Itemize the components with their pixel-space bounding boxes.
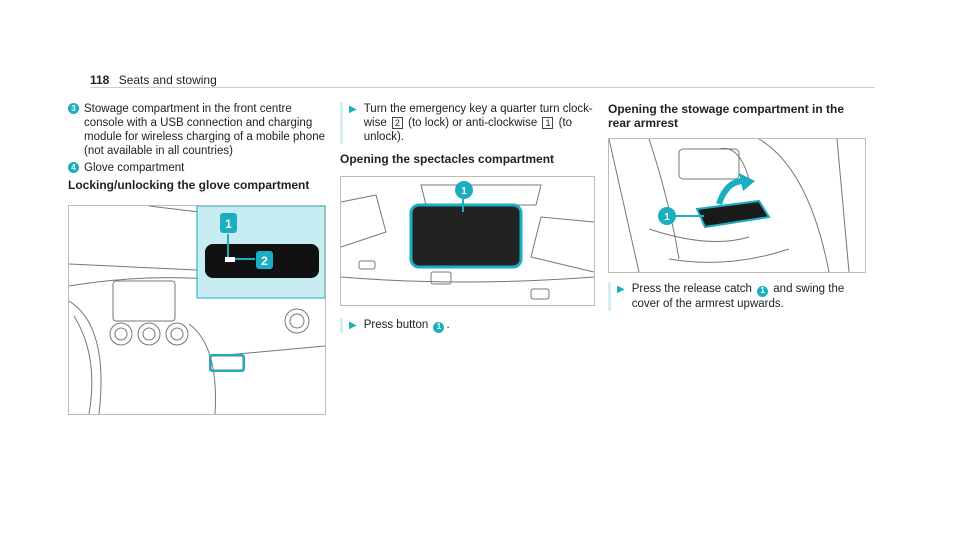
figure-callout-label: 1 — [461, 186, 467, 197]
step-text-part: Turn the emergency key a quarter turn cl… — [363, 103, 593, 129]
step-text: Turn the emergency key a quarter turn cl… — [364, 102, 596, 144]
section-heading: Opening the spectacles compartment — [340, 152, 555, 166]
step-text-part: Press button — [363, 319, 429, 331]
column-1: 3 Stowage compartment in the front centr… — [68, 102, 330, 192]
rear-armrest-figure: 1 — [608, 138, 866, 273]
callout-badge: 3 — [68, 103, 79, 114]
figure-callout-label: 1 — [225, 217, 232, 231]
step-text-part: (to lock) or anti-clockwise — [408, 117, 538, 129]
step-text: Press button 1. — [364, 318, 450, 333]
step-arrow-icon: ▶ — [349, 320, 357, 331]
column-3: Opening the stowage compartment in the r… — [608, 102, 868, 130]
step-text-part: . — [446, 319, 450, 331]
figure-callout-label: 2 — [261, 254, 268, 268]
list-item-text: Glove compartment — [84, 162, 185, 174]
spectacles-compartment-figure: 1 — [340, 176, 595, 306]
callout-badge: 4 — [68, 162, 79, 173]
key-symbol: 1 — [542, 117, 554, 129]
step-text: Press the release catch 1 and swing the … — [632, 282, 864, 311]
step-arrow-icon: ▶ — [617, 284, 625, 295]
list-item-text: Stowage compartment in the front centre … — [84, 103, 325, 157]
glove-compartment-figure: 1 2 — [68, 205, 326, 415]
figure-callout-label: 1 — [664, 212, 670, 223]
key-symbol: 2 — [391, 117, 403, 129]
instruction-step: ▶ Press button 1. — [340, 318, 596, 333]
list-item: 3 Stowage compartment in the front centr… — [68, 102, 330, 158]
page-number: 118 — [90, 73, 110, 87]
callout-badge: 1 — [433, 321, 445, 333]
step-text-part: Press the release catch — [631, 283, 752, 295]
column-3-step: ▶ Press the release catch 1 and swing th… — [608, 282, 864, 311]
list-item: 4 Glove compartment — [68, 161, 330, 175]
page-header: 118 Seats and stowing — [90, 73, 217, 87]
instruction-step: ▶ Press the release catch 1 and swing th… — [608, 282, 864, 311]
section-heading: Opening the stowage compartment in the r… — [608, 102, 845, 130]
step-text-part: and swing the cover of the armrest upwar… — [631, 283, 845, 310]
column-2-step-2: ▶ Press button 1. — [340, 318, 596, 333]
step-arrow-icon: ▶ — [349, 104, 357, 115]
instruction-step: ▶ Turn the emergency key a quarter turn … — [340, 102, 596, 144]
section-heading: Locking/unlocking the glove compartment — [68, 178, 310, 192]
header-divider — [90, 87, 875, 88]
callout-badge: 1 — [757, 285, 769, 297]
column-2: ▶ Turn the emergency key a quarter turn … — [340, 102, 596, 166]
section-title: Seats and stowing — [118, 73, 217, 87]
step-text-part: (to unlock). — [363, 117, 573, 143]
